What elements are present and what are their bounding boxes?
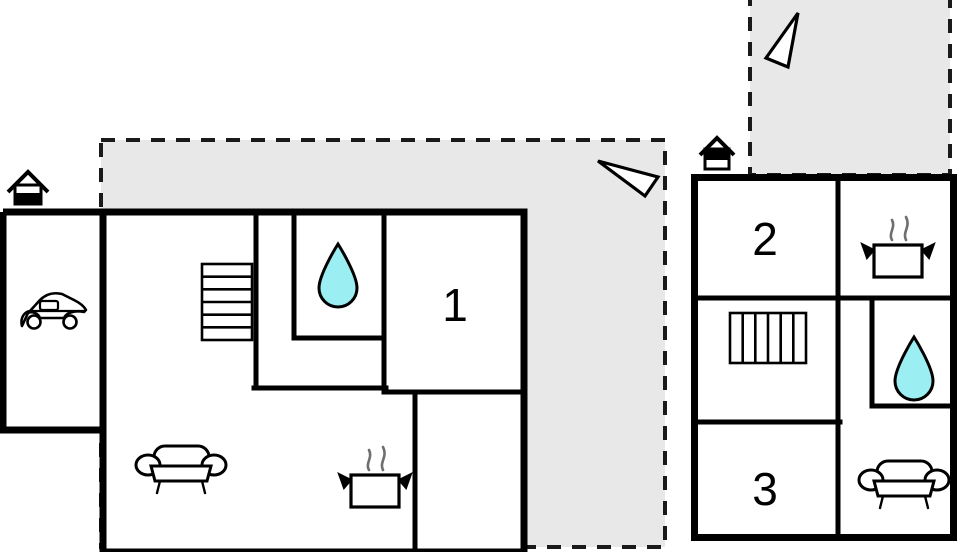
north-arrow-icon xyxy=(763,12,800,70)
wall-bathroom-box xyxy=(291,211,387,341)
sofa-icon xyxy=(857,459,951,510)
wall-upper-bathroom-box xyxy=(869,297,956,409)
ground-floor-building xyxy=(2,209,525,552)
house-entrance-icon xyxy=(6,169,50,206)
plot-fill-upper xyxy=(750,0,950,175)
wall-garage-outline xyxy=(0,212,107,552)
room-number-2: 2 xyxy=(752,213,778,265)
upper-floor-plot xyxy=(748,0,952,177)
ground-floor-interior-walls xyxy=(251,209,527,552)
cooking-pot-icon xyxy=(860,215,936,279)
stairs-icon xyxy=(728,311,808,365)
cooking-pot-icon xyxy=(337,445,413,509)
room-number-3: 3 xyxy=(752,463,778,515)
house-fill-ground xyxy=(103,209,525,552)
water-drop-icon xyxy=(317,241,359,309)
room-number-1: 1 xyxy=(442,279,468,331)
sofa-icon xyxy=(134,444,228,495)
wall-top-right-ground xyxy=(3,208,528,552)
ground-floor-outer-walls xyxy=(0,208,528,552)
stairs-icon xyxy=(200,262,254,342)
upper-floor-outer-walls xyxy=(691,174,957,541)
garage-fill xyxy=(2,209,105,431)
water-drop-icon xyxy=(893,334,935,402)
upper-floor-interior-walls xyxy=(692,175,956,540)
house-entrance-icon xyxy=(698,135,736,171)
north-arrow-icon xyxy=(597,159,661,199)
car-icon xyxy=(20,291,88,330)
